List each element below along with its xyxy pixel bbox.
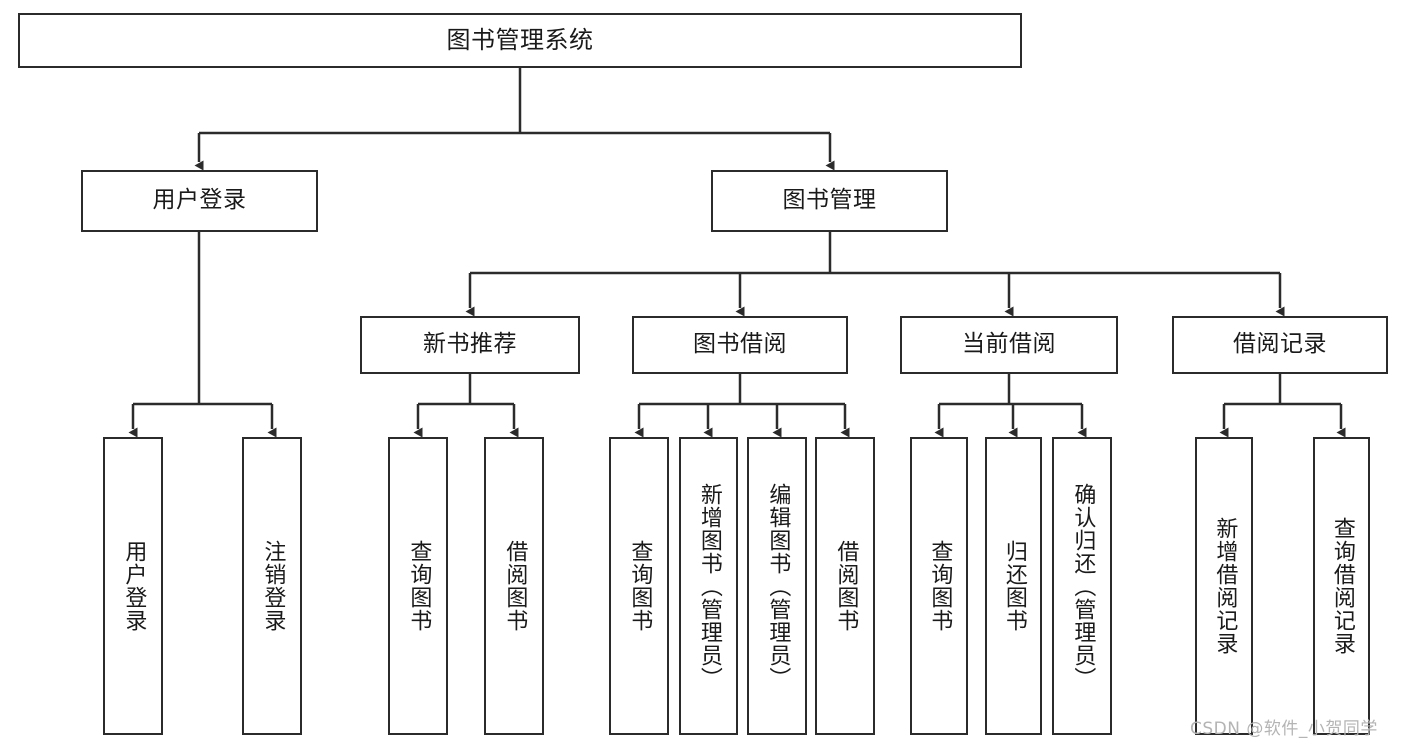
node-book-borrow[interactable]: 图书借阅 — [632, 316, 848, 374]
node-borrow-record[interactable]: 借阅记录 — [1172, 316, 1388, 374]
node-leaf-book-borrow-add[interactable]: 新增图书（管理员） — [679, 437, 738, 735]
leaf-label: 编辑图书（管理员） — [765, 482, 791, 690]
node-current-borrow[interactable]: 当前借阅 — [900, 316, 1118, 374]
node-new-book-recommend[interactable]: 新书推荐 — [360, 316, 580, 374]
node-leaf-borrow-record-add[interactable]: 新增借阅记录 — [1195, 437, 1253, 735]
node-leaf-user-login-logout[interactable]: 注销登录 — [242, 437, 302, 735]
node-root-book-management-system[interactable]: 图书管理系统 — [18, 13, 1022, 68]
node-root-label: 图书管理系统 — [446, 26, 594, 55]
node-leaf-borrow-record-query[interactable]: 查询借阅记录 — [1313, 437, 1370, 735]
leaf-label: 新增图书（管理员） — [696, 482, 722, 690]
node-leaf-user-login-login[interactable]: 用户登录 — [103, 437, 163, 735]
leaf-label: 注销登录 — [260, 540, 286, 632]
node-leaf-book-borrow-edit[interactable]: 编辑图书（管理员） — [747, 437, 807, 735]
node-book-borrow-label: 图书借阅 — [693, 331, 787, 358]
leaf-label: 新增借阅记录 — [1212, 517, 1238, 655]
leaf-label: 查询借阅记录 — [1329, 517, 1355, 655]
leaf-label: 归还图书 — [1001, 540, 1027, 632]
leaf-label: 确认归还（管理员） — [1070, 482, 1096, 690]
node-new-book-recommend-label: 新书推荐 — [423, 331, 517, 358]
leaf-label: 查询图书 — [406, 540, 432, 632]
node-leaf-book-borrow-borrow[interactable]: 借阅图书 — [815, 437, 875, 735]
leaf-label: 查询图书 — [627, 540, 653, 632]
node-leaf-current-borrow-confirm-return[interactable]: 确认归还（管理员） — [1052, 437, 1112, 735]
node-borrow-record-label: 借阅记录 — [1233, 331, 1327, 358]
node-book-management[interactable]: 图书管理 — [711, 170, 948, 232]
node-current-borrow-label: 当前借阅 — [962, 331, 1056, 358]
node-leaf-current-borrow-return[interactable]: 归还图书 — [985, 437, 1042, 735]
leaf-label: 查询图书 — [927, 540, 953, 632]
node-book-management-label: 图书管理 — [782, 187, 877, 214]
leaf-label: 借阅图书 — [502, 540, 528, 632]
leaf-label: 借阅图书 — [833, 540, 859, 632]
node-leaf-new-book-borrow[interactable]: 借阅图书 — [484, 437, 544, 735]
node-user-login-label: 用户登录 — [152, 187, 247, 214]
node-leaf-new-book-query[interactable]: 查询图书 — [388, 437, 448, 735]
node-leaf-book-borrow-query[interactable]: 查询图书 — [609, 437, 669, 735]
node-user-login[interactable]: 用户登录 — [81, 170, 318, 232]
leaf-label: 用户登录 — [121, 540, 147, 632]
node-leaf-current-borrow-query[interactable]: 查询图书 — [910, 437, 968, 735]
watermark-text: CSDN @软件_小贺同学 — [1190, 719, 1378, 739]
